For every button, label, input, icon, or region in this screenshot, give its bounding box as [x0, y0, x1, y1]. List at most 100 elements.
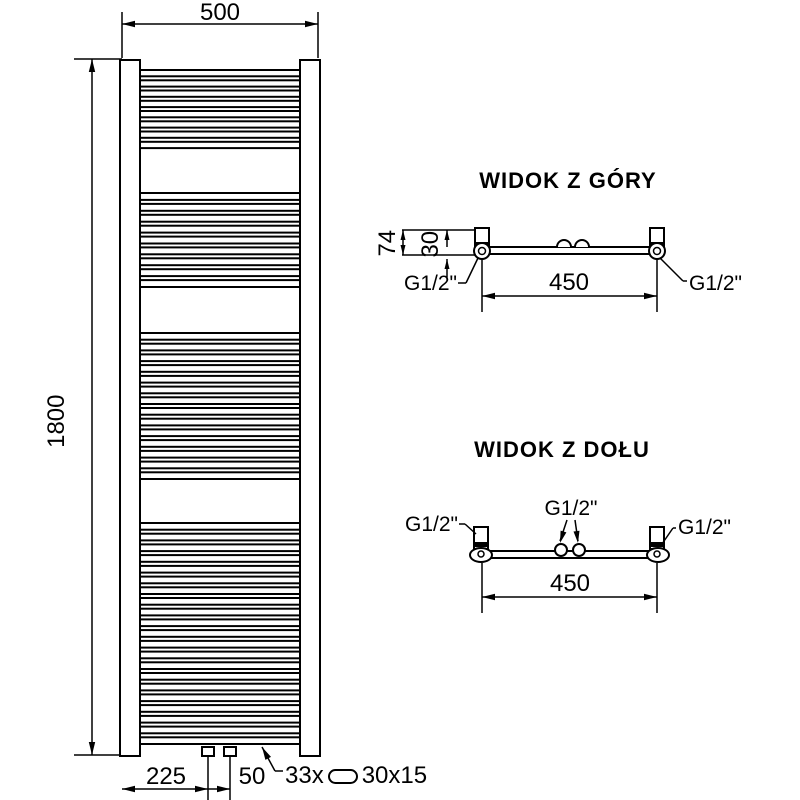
valve-band-right: [651, 542, 663, 547]
dim-height-1800: [74, 58, 122, 756]
top-stub-bump-left: [556, 239, 572, 248]
bottom-stub-left: [201, 746, 215, 757]
thread-label-top-right: G1/2": [689, 272, 742, 295]
radiator-rung: [139, 342, 301, 352]
radiator-rung: [139, 522, 301, 531]
radiator-left-rail: [119, 59, 141, 757]
radiator-rung: [139, 597, 301, 606]
bracket-left-bore: [477, 550, 485, 558]
dim-height-label: 1800: [42, 394, 70, 448]
radiator-rung: [139, 407, 301, 416]
tube-spec-label: 33x 30x15: [285, 762, 428, 789]
radiator-rung: [139, 639, 301, 649]
tube-count-label: 33x: [285, 762, 324, 789]
radiator-rung: [139, 532, 301, 542]
radiator-rung: [139, 120, 301, 129]
radiator-right-rail: [299, 59, 321, 757]
thread-label-bottom-right: G1/2": [678, 516, 731, 539]
radiator-rung: [139, 575, 301, 585]
dim-span-450-bottom: [481, 563, 658, 613]
dim-width-500: [121, 12, 319, 58]
center-stub-right: [572, 543, 586, 557]
arrow-right-icon: [644, 593, 657, 601]
radiator-rung: [139, 332, 301, 341]
radiator-rung: [139, 704, 301, 713]
thread-leaders-top: [458, 257, 687, 284]
bottom-stub-right: [223, 746, 237, 757]
top-view-title: WIDOK Z GÓRY: [479, 168, 657, 193]
radiator-rung: [139, 224, 301, 234]
dim-span-450-top: [481, 259, 658, 312]
arrow-left-icon: [122, 20, 135, 28]
radiator-rung: [139, 554, 301, 563]
arrow-down-icon: [88, 742, 96, 755]
connector-right-bore: [652, 246, 662, 256]
connector-left-bore: [477, 246, 487, 256]
radiator-rungs: [139, 69, 301, 745]
radiator-rung: [139, 130, 301, 139]
radiator-rung: [139, 693, 301, 703]
radiator-rung: [139, 89, 301, 98]
radiator-rung: [139, 257, 301, 267]
radiator-rung: [139, 246, 301, 256]
thread-label-bottom-center: G1/2": [544, 497, 598, 520]
arrow-up-icon: [444, 259, 450, 269]
arrow-right-icon: [644, 292, 657, 300]
arrow-down-icon: [573, 530, 580, 543]
radiator-rung: [139, 449, 301, 459]
radiator-rung: [139, 725, 301, 735]
valve-band-left: [475, 542, 487, 547]
radiator-rung: [139, 202, 301, 212]
radiator-rung: [139, 672, 301, 681]
radiator-rung: [139, 543, 301, 553]
dim-span-label-bottom: 450: [549, 570, 591, 597]
radiator-rung: [139, 650, 301, 660]
radiator-rung: [139, 460, 301, 470]
arrow-right-icon: [195, 785, 208, 793]
radiator-rung: [139, 374, 301, 384]
radiator-rung: [139, 79, 301, 88]
arrow-left-icon: [122, 785, 135, 793]
radiator-rung: [139, 385, 301, 395]
dim-bottom-spacing-label: 50: [238, 763, 266, 790]
front-view: [74, 12, 321, 800]
tube-profile-label: 30x15: [361, 762, 428, 789]
bracket-right-bore: [653, 550, 661, 558]
radiator-rung: [139, 428, 301, 438]
arrow-up-icon: [444, 230, 450, 240]
bottom-view: [459, 519, 676, 613]
arrow-up-icon: [400, 230, 406, 240]
thread-label-top-left: G1/2": [404, 272, 457, 295]
tube-profile-icon: [327, 768, 358, 784]
radiator-rung: [139, 279, 301, 289]
dim-width-label: 500: [199, 0, 241, 26]
top-collector-tube: [488, 246, 653, 255]
radiator-rung: [139, 661, 301, 670]
radiator-rung: [139, 607, 301, 617]
radiator-rung: [139, 268, 301, 278]
center-stub-left: [554, 543, 568, 557]
top-stub-bump-right: [574, 239, 590, 248]
arrow-left-icon: [482, 292, 495, 300]
radiator-rung: [139, 564, 301, 574]
radiator-rung: [139, 99, 301, 109]
arrow-right-icon: [217, 785, 230, 793]
arrow-left-icon: [482, 593, 495, 601]
radiator-rung: [139, 396, 301, 405]
radiator-rung: [139, 213, 301, 223]
radiator-rung: [139, 629, 301, 638]
radiator-rung: [139, 682, 301, 692]
dim-bottom-offset-label: 225: [145, 763, 187, 790]
radiator-rung: [139, 618, 301, 628]
radiator-rung: [139, 439, 301, 448]
radiator-rung: [139, 736, 301, 745]
dim-span-label-top: 450: [548, 269, 590, 296]
dim-bottom: [122, 756, 231, 800]
radiator-rung: [139, 235, 301, 245]
arrow-down-icon: [560, 530, 567, 543]
thread-label-bottom-left: G1/2": [405, 513, 458, 536]
radiator-rung: [139, 69, 301, 78]
arrow-up-icon: [262, 747, 271, 760]
